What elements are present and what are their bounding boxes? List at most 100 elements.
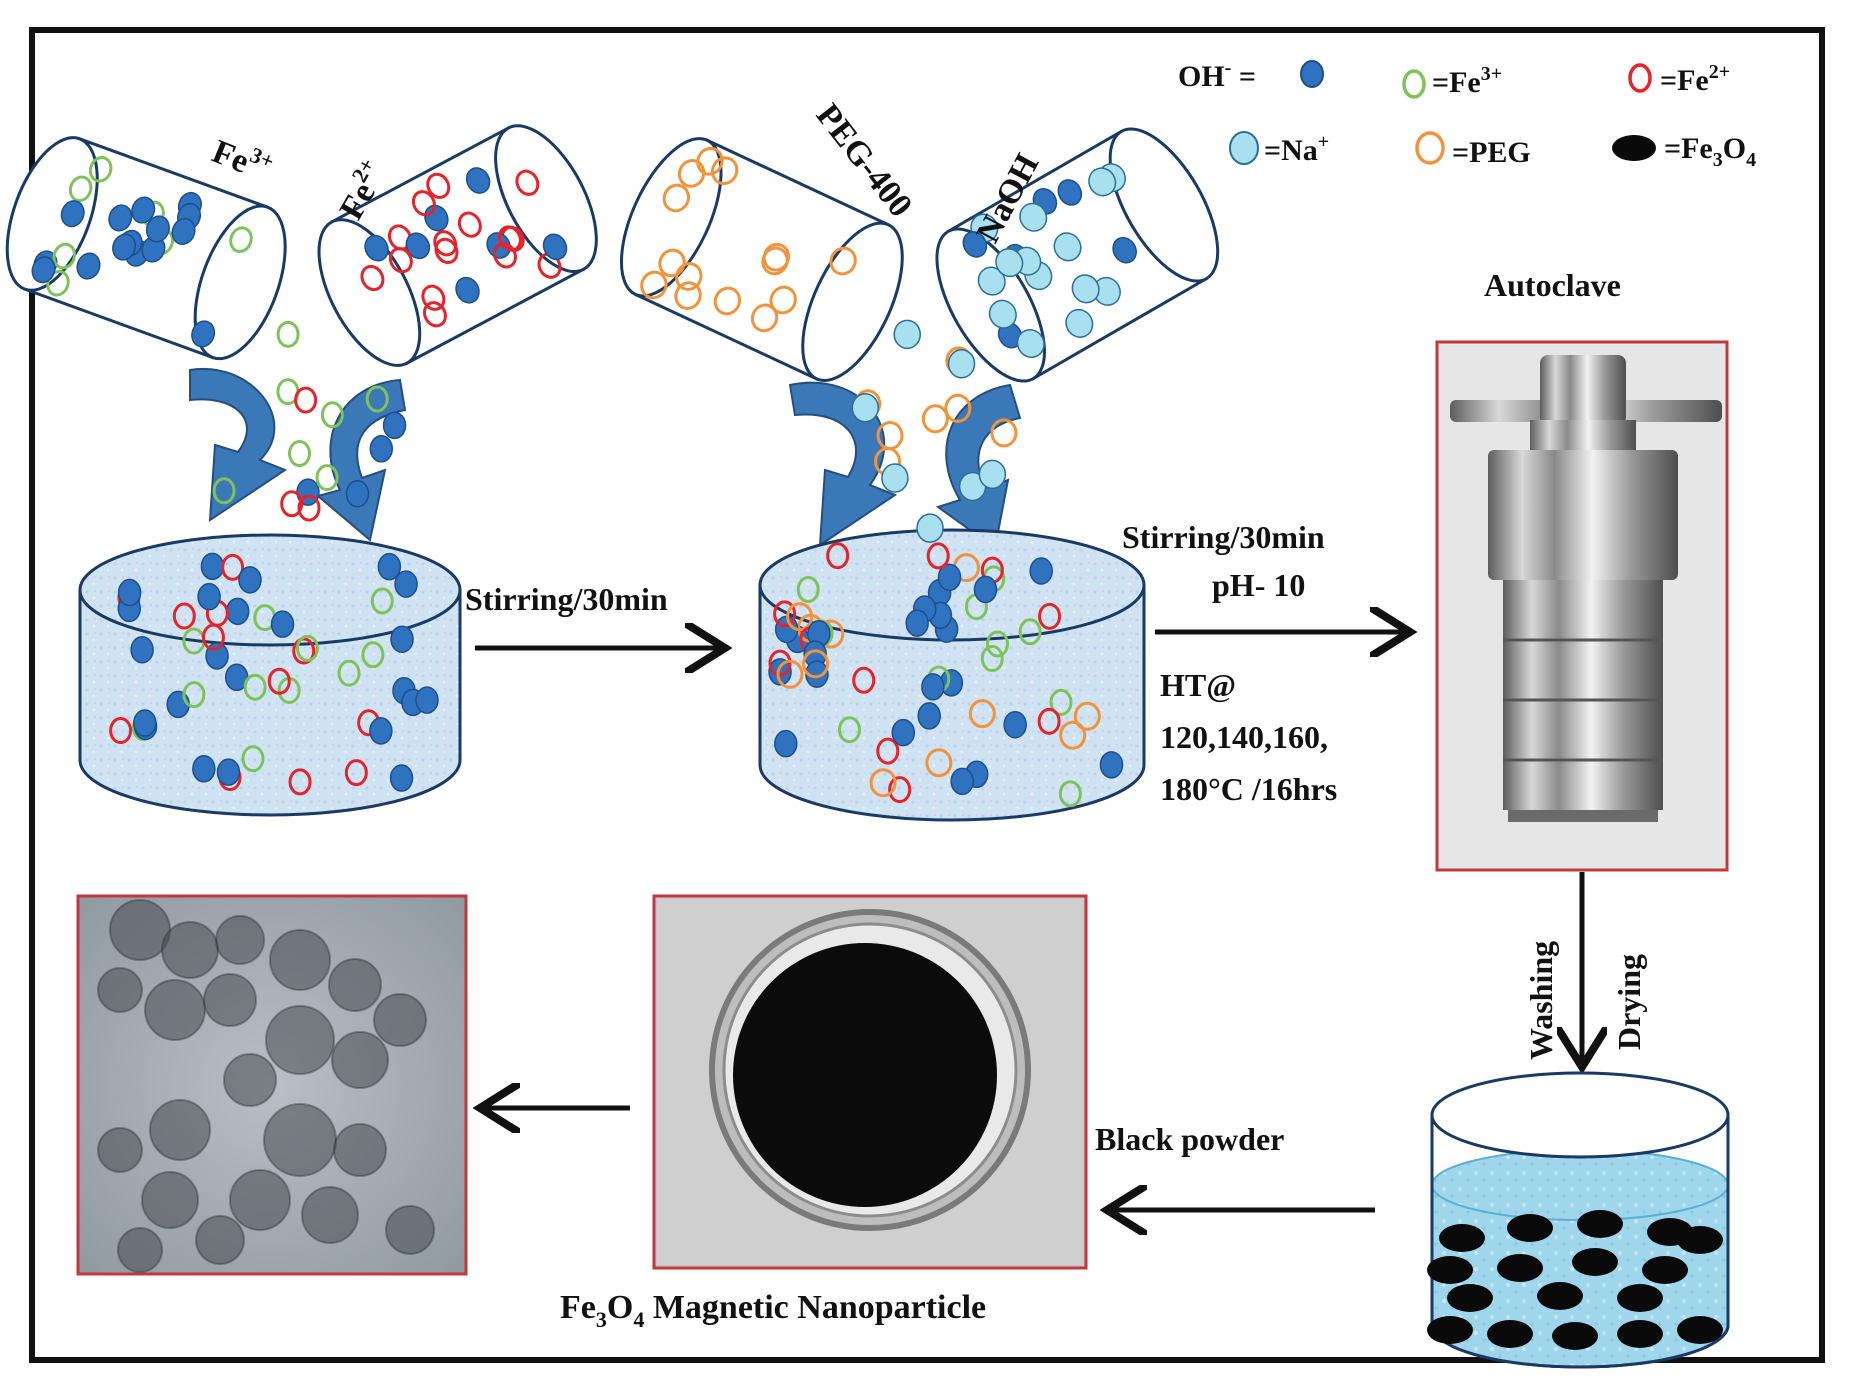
particle-oh [270,610,295,638]
particle-oh [192,755,216,783]
fe3o4-particle [1427,1256,1473,1284]
particle-fe2 [201,623,225,651]
tem-nanoparticle [215,915,265,965]
particle-fe2 [926,542,950,570]
fe3o4-particle [1507,1214,1553,1242]
falling-particle-fe3 [320,401,344,429]
naoh-pour-cup [935,127,1220,383]
particle-oh [455,276,480,304]
particle-fe3 [1018,618,1042,646]
particle-oh [390,625,414,653]
falling-particle-fe2 [280,490,304,518]
particle-oh [805,660,829,688]
particle-fe3 [337,659,361,687]
particle-oh [200,552,225,581]
particle-na [1071,274,1100,304]
falling-particle-fe2 [297,494,321,522]
particle-oh [112,233,137,261]
particle-oh [225,597,250,626]
falling-particle-peg [990,418,1018,448]
particle-peg [786,602,814,632]
particle-oh [774,729,798,758]
particle-peg [1059,720,1087,750]
particle-fe2 [426,172,451,199]
particle-fe2 [457,211,482,238]
particle-oh [768,658,792,686]
particle-fe3 [52,242,77,270]
particle-oh [921,673,945,701]
particle-fe3 [241,745,265,773]
particle-fe3 [796,576,820,604]
legend-na-label: =Na+ [1264,131,1329,167]
tem-nanoparticle [265,1005,335,1075]
falling-particle-na [978,459,1007,490]
particle-fe2 [388,247,413,274]
particle-peg [750,303,779,333]
falling-particle-oh [382,411,407,440]
drying-label: Drying [1611,954,1647,1050]
fe3o4-particle [1537,1282,1583,1310]
particle-oh [31,256,56,284]
tem-image [76,894,468,1276]
particle-fe2 [221,553,245,581]
particle-oh [191,320,216,348]
fe3o4-particle [1617,1320,1663,1348]
falling-particle-peg [944,393,972,423]
particle-peg [696,146,724,176]
falling-particle-na [881,463,909,493]
particle-oh [1057,179,1083,206]
particle-oh [364,234,389,262]
particle-fe2 [109,717,133,745]
fe3o4-particle [1497,1254,1543,1282]
particle-oh [131,196,156,224]
particle-oh [389,764,414,792]
falling-particle-fe3 [288,440,312,468]
particle-oh [937,563,962,592]
particle-peg [675,262,703,291]
particle-oh [133,709,157,737]
particle-oh [197,582,221,611]
particle-fe2 [888,776,912,804]
pour-arrow-left-1 [189,367,288,522]
particle-fe3 [1049,688,1073,716]
tem-nanoparticle [301,1186,359,1244]
tem-nanoparticle [117,1227,163,1273]
particle-fe2 [1038,602,1062,630]
fe3o4-particle [1427,1316,1473,1344]
falling-particle-na [916,513,944,543]
particle-fe3 [182,681,206,709]
particle-oh [76,252,101,280]
particle-fe3 [980,645,1004,673]
ht-label-line3: 180°C /16hrs [1160,771,1337,807]
particle-peg [658,248,686,278]
particle-peg [968,699,996,729]
particle-oh [108,204,133,232]
particle-fe2 [292,637,316,665]
particle-oh [1099,751,1124,779]
tem-nanoparticle [203,973,257,1027]
tem-nanoparticle [385,1205,435,1255]
step1-label: Stirring/30min [465,581,668,617]
particle-fe2 [422,301,447,328]
particle-na [988,299,1017,329]
particle-oh [145,215,170,243]
particle-fe2 [288,768,312,796]
falling-particle-oh [369,435,394,463]
tem-nanoparticle [97,1127,143,1173]
particle-fe2 [433,230,458,257]
autoclave-photo [1435,340,1729,872]
step2-label-line2: pH- 10 [1212,567,1305,603]
particle-peg [802,649,830,679]
particle-fe2 [876,737,900,765]
tem-nanoparticle [109,899,171,961]
autoclave-title: Autoclave [1484,267,1621,303]
fe3o4-particle [1487,1320,1533,1348]
tem-nanoparticle [373,993,427,1047]
particle-fe3 [986,630,1010,658]
particle-oh [542,233,568,261]
particle-fe3 [88,156,113,183]
tem-nanoparticle [149,1099,211,1161]
peg-pour-cup [619,137,904,383]
tem-nanoparticle [229,1169,291,1231]
